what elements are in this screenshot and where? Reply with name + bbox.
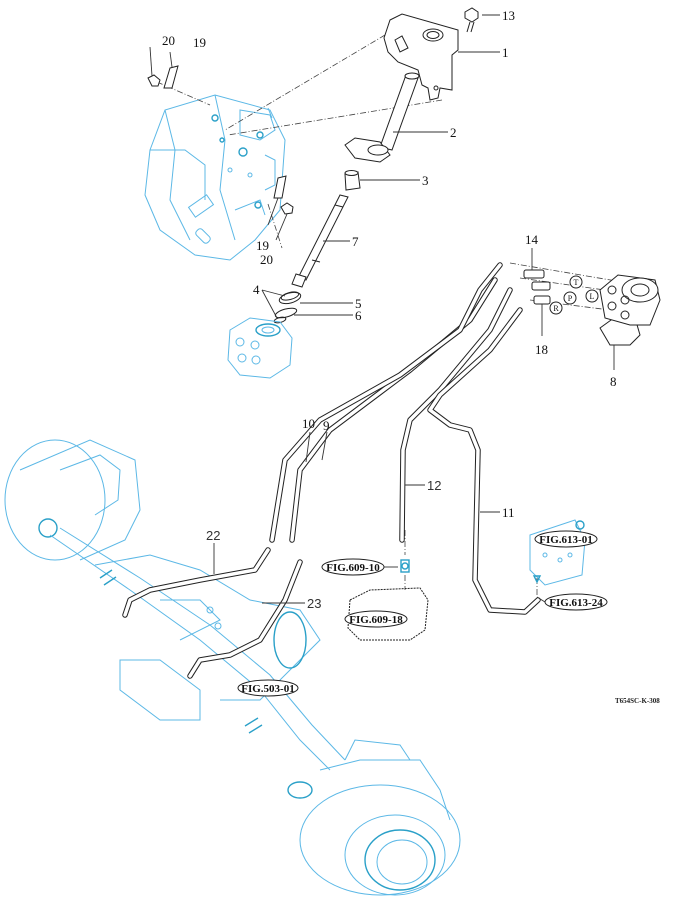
- callout-19-upper: 19: [193, 35, 206, 50]
- callout-13: 14: [525, 232, 539, 247]
- callout-20-lower: 20: [260, 252, 273, 267]
- steering-support-frame: [144, 94, 286, 261]
- fig-609-10-label: FIG.609-10: [326, 562, 380, 574]
- fig-503-01-label: FIG.503-01: [241, 683, 294, 695]
- port-r-label: R: [553, 304, 559, 313]
- fig-609-18-label: FIG.609-18: [349, 614, 403, 626]
- port-r-marker: [549, 301, 563, 315]
- callout-6: 6: [355, 308, 362, 323]
- fig-613-01-label: FIG.613-01: [539, 534, 592, 546]
- port-t-label: T: [574, 278, 579, 287]
- hose-12: [399, 287, 513, 543]
- callout-2: 2: [450, 125, 457, 140]
- hose-10: [269, 262, 503, 543]
- part-5-seal: [278, 291, 302, 305]
- fig-609-18-ref[interactable]: FIG.609-18: [344, 610, 408, 628]
- callout-19-lower: 19: [256, 238, 269, 253]
- callout-11: 11: [502, 505, 515, 520]
- part-18-bolt: [464, 7, 479, 33]
- port-p-label: P: [568, 294, 573, 303]
- fig-503-01-ref[interactable]: FIG.503-01: [237, 679, 299, 697]
- fig-613-01-ref[interactable]: FIG.613-01: [534, 530, 598, 548]
- hose-23: [187, 559, 303, 679]
- callout-20-upper: 20: [162, 33, 175, 48]
- part-7-shaft: [291, 194, 349, 288]
- callout-9: 9: [323, 418, 330, 433]
- fig-609-10-ref[interactable]: FIG.609-10: [321, 558, 398, 576]
- part-20-bolt-lower: [280, 202, 294, 215]
- callout-1: 1: [502, 45, 509, 60]
- callout-3: 3: [422, 173, 429, 188]
- part-19-clip-upper: [163, 65, 179, 89]
- part-8-steering-valve: [599, 274, 661, 346]
- callout-14: 18: [535, 342, 548, 357]
- callout-4: 4: [253, 282, 260, 297]
- part-1-bracket: [383, 13, 459, 101]
- part-19-clip-lower: [273, 175, 287, 199]
- callout-7: 7: [352, 234, 359, 249]
- part-2-column-tube: [344, 72, 420, 163]
- port-markers: T P L R: [549, 275, 599, 315]
- callout-numbers: 13 1 2 3 7 4 5 6 20 19 19 20 14 18 8 10 …: [162, 8, 617, 611]
- figure-references: FIG.609-10 FIG.609-18 FIG.613-01 FIG.613…: [237, 530, 608, 697]
- steering-unit-reference: [227, 317, 293, 379]
- control-valve-reference: [529, 519, 586, 586]
- front-axle-reference: [4, 439, 461, 896]
- part-14-fitting: [533, 295, 551, 305]
- callout-23: 23: [307, 596, 321, 611]
- callout-10: 10: [302, 416, 315, 431]
- fig-613-24-ref[interactable]: FIG.613-24: [536, 593, 608, 611]
- port-p-marker: [563, 291, 577, 305]
- hydraulic-pump-reference: [347, 559, 429, 641]
- port-l-marker: [585, 289, 599, 303]
- port-t-marker: [569, 275, 583, 289]
- leader-lines: [149, 14, 615, 604]
- callout-8: 8: [610, 374, 617, 389]
- part-13-fitting: [523, 269, 551, 291]
- callout-5: 5: [355, 296, 362, 311]
- callout-22: 22: [206, 528, 220, 543]
- callout-18: 13: [502, 8, 515, 23]
- hose-11: [427, 307, 541, 615]
- callout-12: 12: [427, 478, 441, 493]
- part-20-bolt-upper: [147, 74, 161, 87]
- part-3-bushing: [344, 170, 361, 191]
- port-l-label: L: [590, 292, 595, 301]
- drawing-code: T654SC-K-308: [615, 697, 660, 705]
- hose-22: [122, 547, 271, 618]
- fig-613-24-label: FIG.613-24: [549, 597, 603, 609]
- hose-9: [289, 277, 498, 543]
